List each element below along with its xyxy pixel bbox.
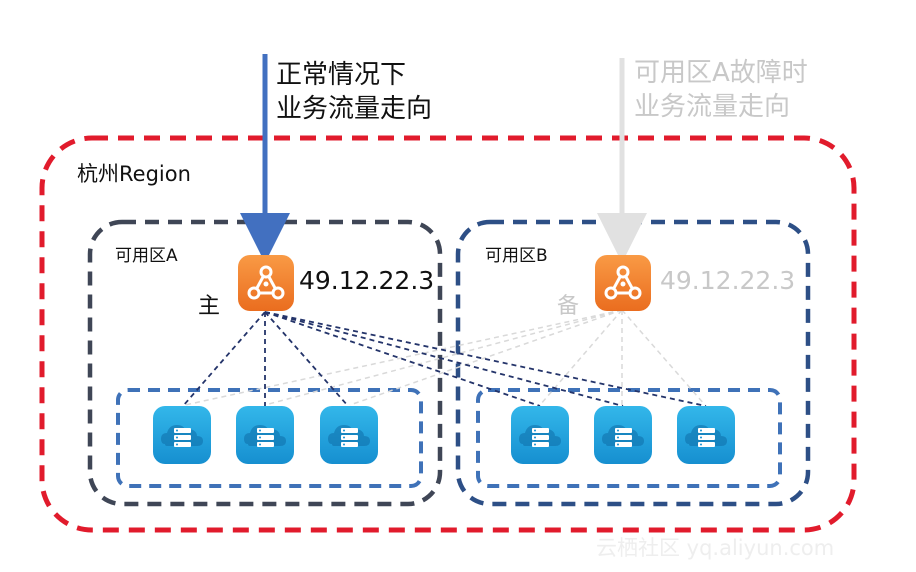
standby-ip: 49.12.22.3 [660, 266, 796, 295]
server-group-a [116, 388, 423, 488]
active-links [182, 311, 707, 407]
normal-flow-line1: 正常情况下 [276, 60, 407, 90]
normal-flow-line2: 业务流量走向 [276, 94, 433, 124]
failover-flow-label: 可用区A故障时 业务流量走向 [634, 56, 808, 124]
cloud-server-icon [677, 406, 735, 464]
cloud-server-icon [236, 406, 294, 464]
zone-a-label: 可用区A [115, 246, 178, 266]
normal-flow-label: 正常情况下 业务流量走向 [276, 58, 432, 126]
standby-links [184, 309, 706, 406]
load-balancer-icon [595, 255, 651, 311]
cloud-server-icon [594, 406, 652, 464]
failover-flow-line1: 可用区A故障时 [634, 58, 808, 88]
load-balancer-icon [238, 255, 294, 311]
cloud-server-icon [511, 406, 569, 464]
primary-ip: 49.12.22.3 [299, 266, 435, 295]
region-boundary [39, 135, 857, 533]
primary-role-label: 主 [198, 294, 221, 319]
zone-b-label: 可用区B [485, 246, 548, 266]
region-label: 杭州Region [77, 162, 191, 186]
server-icons [153, 406, 735, 464]
cloud-server-icon [320, 406, 378, 464]
failover-flow-line2: 业务流量走向 [634, 92, 791, 122]
watermark: 云栖社区 yq.aliyun.com [596, 536, 835, 560]
standby-role-label: 备 [557, 294, 580, 319]
cloud-server-icon [153, 406, 211, 464]
